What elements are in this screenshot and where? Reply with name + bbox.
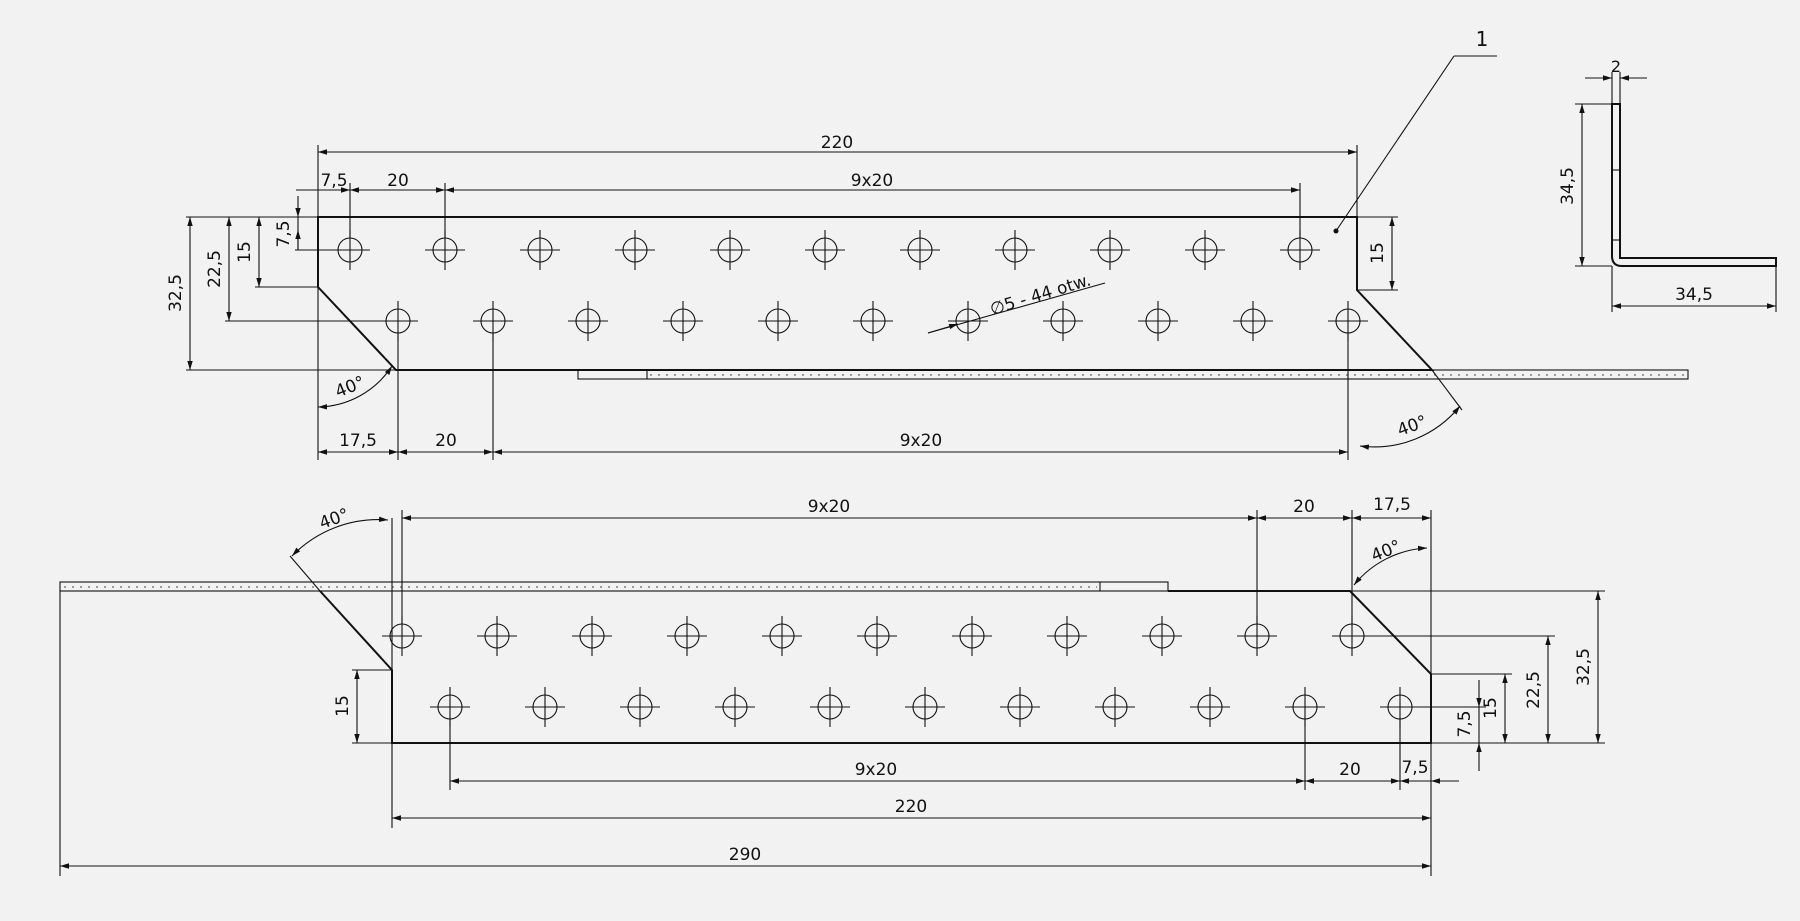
hole [477,616,517,656]
hole [1095,687,1135,727]
dim-top-32-5: 32,5 [166,274,186,312]
dim-thickness: 2 [1611,57,1621,76]
dim-top-bottom-9x20: 9x20 [900,431,943,451]
dim-top-20: 20 [387,171,409,191]
hole [905,687,945,727]
dim-bottom-edge-7-5: 7,5 [1455,710,1475,737]
hole [667,616,707,656]
hole [952,616,992,656]
dim-bottom-290: 290 [729,845,761,865]
hole [663,301,703,341]
hole [995,230,1035,270]
dim-bottom-top-9x20: 9x20 [808,497,851,517]
hole [1142,616,1182,656]
hole [853,301,893,341]
dim-bottom-bottom-7-5: 7,5 [1401,758,1428,778]
top-flange-strip [577,369,1689,380]
hole [520,230,560,270]
hole [710,230,750,270]
bottom-view: 40° 40° 9x20 20 17,5 32,5 22,5 15 7,5 15… [59,495,1605,876]
hole [615,230,655,270]
hole [1233,301,1273,341]
dim-top-9x20: 9x20 [851,171,894,191]
dim-top-7-5: 7,5 [320,171,347,191]
hole [805,230,845,270]
dim-bottom-top-20: 20 [1293,497,1315,517]
dim-top-22-5: 22,5 [205,250,225,288]
dim-bottom-32-5: 32,5 [1574,648,1594,686]
l-profile [1611,103,1777,267]
dim-top-right-15: 15 [1368,242,1388,264]
hole [1138,301,1178,341]
hole [948,301,988,341]
dim-bottom-right-15: 15 [1481,697,1501,719]
dim-bottom-left-15: 15 [333,695,353,717]
hole [810,687,850,727]
dim-top-bottom-20: 20 [435,431,457,451]
hole [762,616,802,656]
hole [1043,301,1083,341]
bottom-flange-strip [59,581,1169,592]
side-view: 2 34,5 34,5 [1558,57,1777,312]
dim-bottom-bottom-9x20: 9x20 [855,760,898,780]
dim-side-height: 34,5 [1558,167,1578,205]
hole [758,301,798,341]
dim-top-bottom-17-5: 17,5 [339,431,377,451]
hole [1190,687,1230,727]
hole [857,616,897,656]
hole [715,687,755,727]
dim-top-15: 15 [235,241,255,263]
hole [1000,687,1040,727]
hole [900,230,940,270]
part-number: 1 [1476,27,1489,51]
dim-side-width: 34,5 [1675,285,1713,305]
dim-top-edge-7-5: 7,5 [274,220,294,247]
hole [568,301,608,341]
hole [1047,616,1087,656]
hole [1185,230,1225,270]
hole [525,687,565,727]
bottom-hole-row-1 [382,616,1372,656]
hole [1090,230,1130,270]
dim-bottom-22-5: 22,5 [1524,671,1544,709]
top-hole-row-2 [378,301,1368,341]
hole [620,687,660,727]
dim-bottom-220: 220 [895,797,927,817]
dim-bottom-top-17-5: 17,5 [1373,495,1411,515]
dim-bottom-bottom-20: 20 [1339,760,1361,780]
hole [572,616,612,656]
dim-top-220: 220 [821,133,853,153]
